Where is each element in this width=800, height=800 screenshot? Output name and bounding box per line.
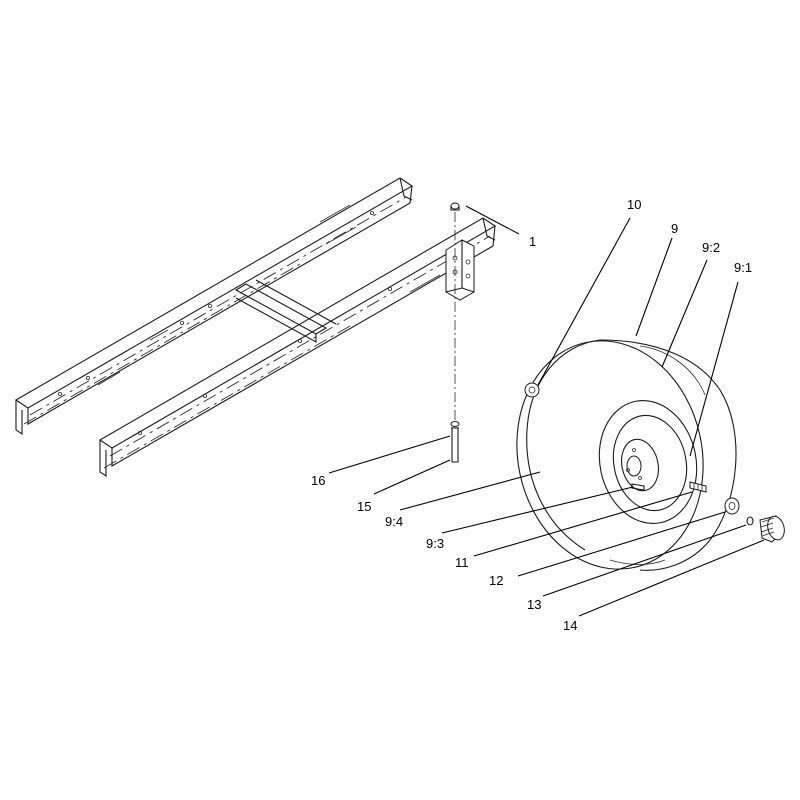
washer-10 [524, 382, 540, 398]
washer-12 [724, 497, 740, 515]
callout-labels: 1 10 9 9:2 9:1 16 15 9:4 9:3 11 12 13 14 [311, 197, 752, 633]
callout-9-1: 9:1 [734, 260, 752, 275]
spacer-11 [689, 481, 707, 493]
axle-bracket [445, 202, 475, 301]
frame-rail-upper [14, 177, 414, 436]
retaining-ring-13 [746, 516, 754, 526]
pivot-bolt [450, 212, 460, 463]
callout-9-2: 9:2 [702, 240, 720, 255]
frame-assembly [14, 177, 497, 478]
callout-9: 9 [671, 221, 678, 236]
callout-1: 1 [529, 234, 536, 249]
wheel-assembly [516, 339, 737, 571]
frame-slots [58, 204, 441, 435]
callout-9-3: 9:3 [426, 536, 444, 551]
hub-cap-14 [759, 515, 785, 543]
callout-11: 11 [455, 555, 469, 570]
callout-9-4: 9:4 [385, 514, 403, 529]
frame-cross-member [234, 279, 337, 343]
callout-16: 16 [311, 473, 325, 488]
callout-10: 10 [627, 197, 641, 212]
leader-lines [328, 205, 765, 617]
callout-12: 12 [489, 573, 503, 588]
callout-13: 13 [527, 597, 541, 612]
callout-15: 15 [357, 499, 371, 514]
frame-rail-lower [98, 217, 497, 478]
callout-14: 14 [563, 618, 577, 633]
